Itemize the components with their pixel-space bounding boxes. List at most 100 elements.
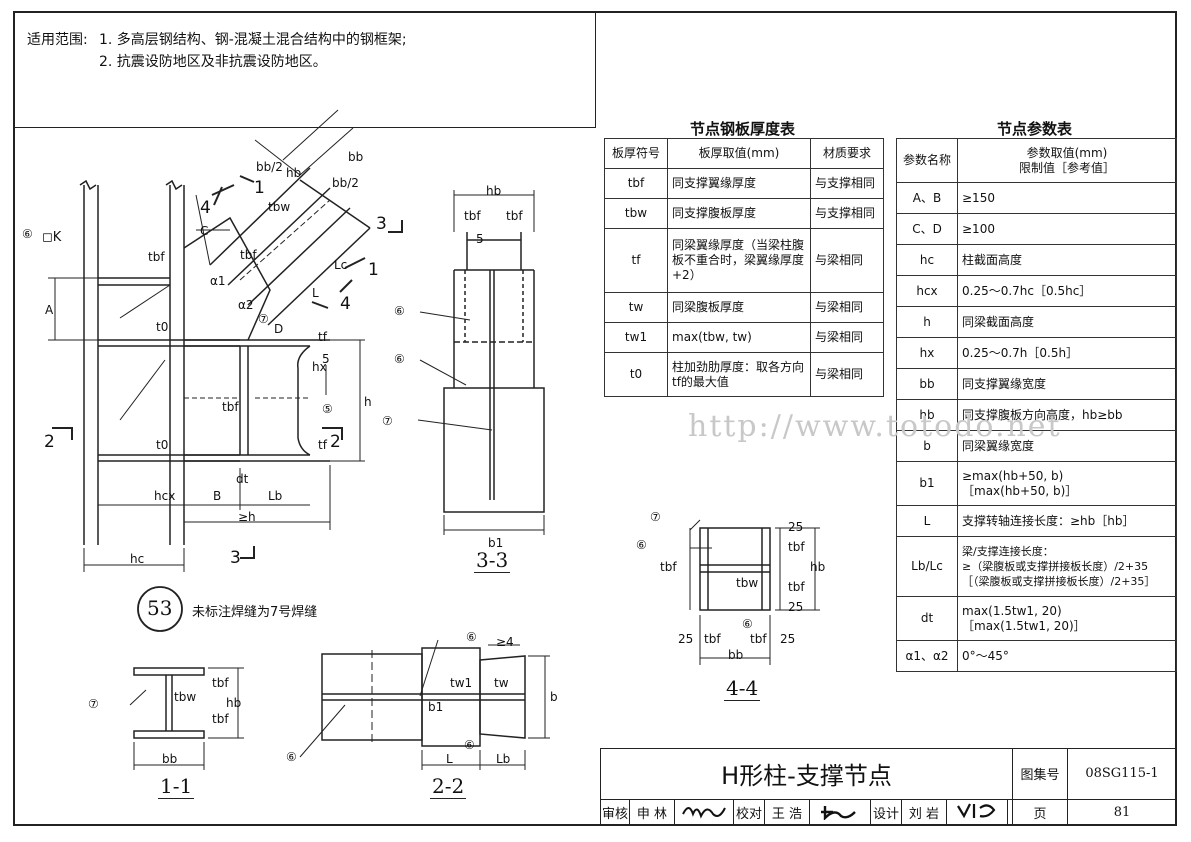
s44-dim-tbf-left: tbf: [660, 560, 677, 574]
thickness-header-material: 材质要求: [810, 138, 884, 169]
dim-tbf-beam: tbf: [222, 400, 239, 414]
cut-2-right: 2: [330, 432, 341, 452]
table-cell: max(tbw, tw): [667, 322, 811, 353]
table-cell: 同梁截面高度: [957, 306, 1177, 338]
review-signature: [674, 798, 734, 827]
table-cell: 同支撑腹板厚度: [667, 198, 811, 229]
table-cell: dt: [896, 596, 958, 641]
scope-item-2: 2. 抗震设防地区及非抗震设防地区。: [99, 54, 327, 70]
atlas-label: 图集号: [1012, 748, 1068, 800]
table-cell: hc: [896, 244, 958, 276]
s22-dim-b: b: [550, 690, 558, 704]
dim-Lb-main: Lb: [268, 489, 283, 503]
s44-dim-tbf-d: tbf: [750, 632, 767, 646]
table-cell: α1、α2: [896, 640, 958, 672]
s33-dim-hb: hb: [486, 184, 502, 198]
s33-dim-b1: b1: [488, 536, 504, 550]
s44-dim-tbf-b: tbf: [788, 580, 805, 594]
s22-weld-6-c: ⑥: [464, 738, 475, 752]
s11-weld-7: ⑦: [88, 697, 99, 711]
s33-dim-5: 5: [476, 232, 484, 246]
s44-dim-bb: bb: [728, 648, 744, 662]
weld-mark-5: ⑤: [322, 402, 333, 416]
cut-1-top: 1: [254, 178, 265, 198]
table-cell: ≥max(hb+50, b) ［max(hb+50, b)］: [957, 461, 1177, 506]
table-cell: 与梁相同: [810, 352, 884, 397]
cut-3-bottom: 3: [230, 548, 241, 568]
s44-dim-25-a: 25: [788, 520, 804, 534]
dim-5-main: 5: [322, 352, 330, 366]
cut-1-bottom: 1: [368, 260, 379, 280]
s44-weld-6-b: ⑥: [742, 617, 753, 631]
atlas-number: 08SG115-1: [1067, 748, 1177, 800]
thickness-table-title: 节点钢板厚度表: [690, 120, 796, 138]
page-number: 81: [1067, 798, 1177, 827]
table-cell: tf: [604, 228, 668, 293]
param-header-name: 参数名称: [896, 138, 958, 183]
dim-t0-upper: t0: [156, 320, 169, 334]
design-signature-mark: [957, 803, 996, 819]
table-cell: 同梁翼缘厚度（当梁柱腹板不重合时，梁翼缘厚度+2）: [667, 228, 811, 293]
cut-2-left: 2: [44, 432, 55, 452]
s44-dim-tbf-a: tbf: [788, 540, 805, 554]
section-2-2-title: 2-2: [430, 774, 467, 799]
s33-dim-tbf-a: tbf: [464, 209, 481, 223]
s11-dim-tbf-a: tbf: [212, 676, 229, 690]
table-cell: 与支撑相同: [810, 198, 884, 229]
table-cell: bb: [896, 368, 958, 400]
table-cell: 同梁腹板厚度: [667, 292, 811, 323]
table-row: tf 同梁翼缘厚度（当梁柱腹板不重合时，梁翼缘厚度+2） 与梁相同: [604, 228, 884, 293]
check-name: 王 浩: [764, 798, 810, 827]
table-cell: max(1.5tw1, 20) ［max(1.5tw1, 20)］: [957, 596, 1177, 641]
s22-dim-Lb: Lb: [496, 752, 511, 766]
dim-h: h: [364, 395, 372, 409]
table-cell: 支撑转轴连接长度：≥hb［hb］: [957, 505, 1177, 537]
param-header-value-line2: 限制值［参考值］: [1018, 160, 1115, 175]
dim-bb: bb: [348, 150, 364, 164]
table-cell: t0: [604, 352, 668, 397]
param-table: 参数名称 参数取值(mm) 限制值［参考值］ A、B≥150 C、D≥100 h…: [896, 138, 1177, 672]
table-row: A、B≥150: [896, 182, 1177, 214]
dim-tbw-brace: tbw: [268, 200, 291, 214]
design-name: 刘 岩: [901, 798, 947, 827]
thickness-table: 板厚符号 板厚取值(mm) 材质要求 tbf 同支撑翼缘厚度 与支撑相同 tbw…: [604, 138, 884, 397]
table-cell: 与梁相同: [810, 228, 884, 293]
dim-A: A: [45, 303, 54, 317]
dim-tf-lower: tf: [318, 438, 327, 452]
design-label: 设计: [870, 798, 902, 827]
table-cell: tbf: [604, 168, 668, 199]
s44-weld-6-a: ⑥: [636, 538, 647, 552]
table-row: tw1 max(tbw, tw) 与梁相同: [604, 322, 884, 353]
scope-box: 适用范围: 1. 多高层钢结构、钢-混凝土混合结构中的钢框架; 2. 抗震设防地…: [13, 11, 596, 128]
s44-dim-25-d: 25: [780, 632, 796, 646]
table-cell: tbw: [604, 198, 668, 229]
review-label: 审核: [600, 798, 630, 827]
dim-D: D: [274, 322, 284, 336]
param-table-title: 节点参数表: [997, 120, 1073, 138]
table-cell: hb: [896, 399, 958, 431]
table-cell: 与梁相同: [810, 322, 884, 353]
s33-dim-tbf-b: tbf: [506, 209, 523, 223]
dim-bb2-b: bb/2: [332, 176, 359, 190]
dim-B: B: [213, 489, 222, 503]
table-cell: 与支撑相同: [810, 168, 884, 199]
s11-dim-tbf-b: tbf: [212, 712, 229, 726]
dim-tf-upper: tf: [318, 330, 327, 344]
cut-3-top: 3: [376, 214, 387, 234]
s22-dim-tw: tw: [494, 676, 509, 690]
table-cell: 0°～45°: [957, 640, 1177, 672]
dim-bb2-a: bb/2: [256, 160, 283, 174]
table-cell: A、B: [896, 182, 958, 214]
note-text: 未标注焊缝为7号焊缝: [192, 605, 318, 620]
param-header-value: 参数取值(mm) 限制值［参考值］: [957, 138, 1177, 183]
table-row: C、D≥100: [896, 213, 1177, 245]
